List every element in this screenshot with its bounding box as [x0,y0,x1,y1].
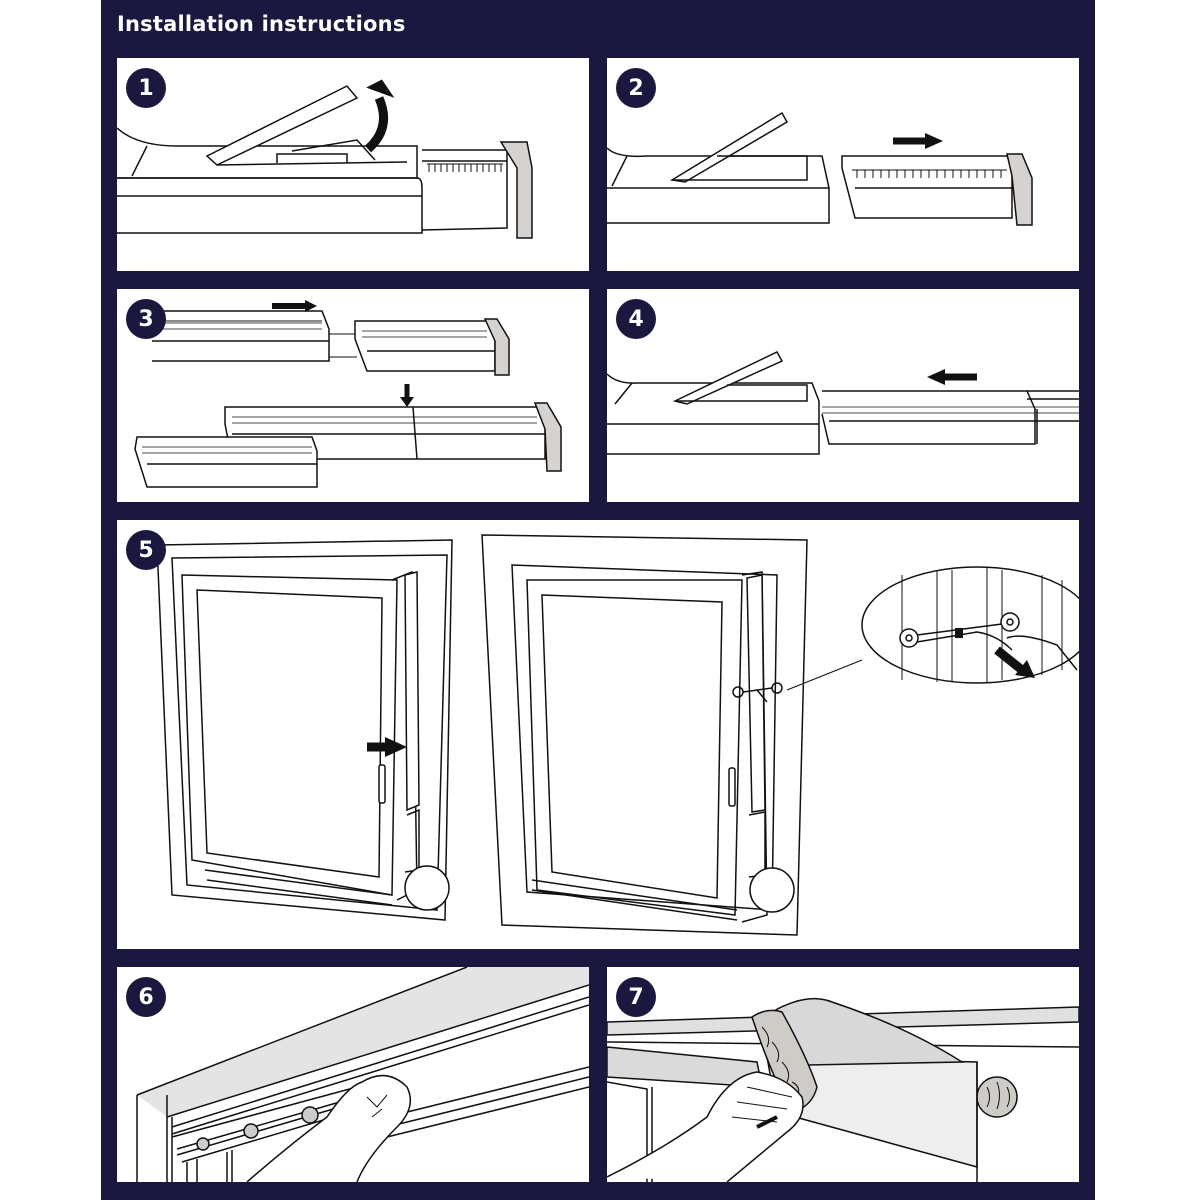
step-badge: 2 [616,68,656,108]
step-panel-7: 7 [607,967,1079,1182]
join-extension-pieces-icon [134,300,562,488]
step-panel-4: 4 [607,289,1079,502]
step-panel-1: 1 [117,58,589,271]
slide-out-extension-icon [607,111,1033,226]
close-window-onto-seal-icon [156,534,1079,936]
step-badge: 6 [126,977,166,1017]
press-fabric-to-velcro-icon [607,997,1079,1182]
page-title: Installation instructions [117,12,406,36]
step-badge: 3 [126,299,166,339]
step-panel-3: 3 [117,289,589,502]
step-badge: 4 [616,299,656,339]
lift-hose-adapter-cover-icon [117,79,533,239]
instruction-sheet: Installation instructions 1 2 [101,0,1095,1200]
attach-velcro-pads-icon [136,967,589,1182]
step-badge: 5 [126,530,166,570]
step-badge: 1 [126,68,166,108]
step-panel-2: 2 [607,58,1079,271]
step-panel-5: 5 [117,520,1079,949]
slide-in-extension-icon [607,351,1079,455]
step-panel-6: 6 [117,967,589,1182]
step-badge: 7 [616,977,656,1017]
